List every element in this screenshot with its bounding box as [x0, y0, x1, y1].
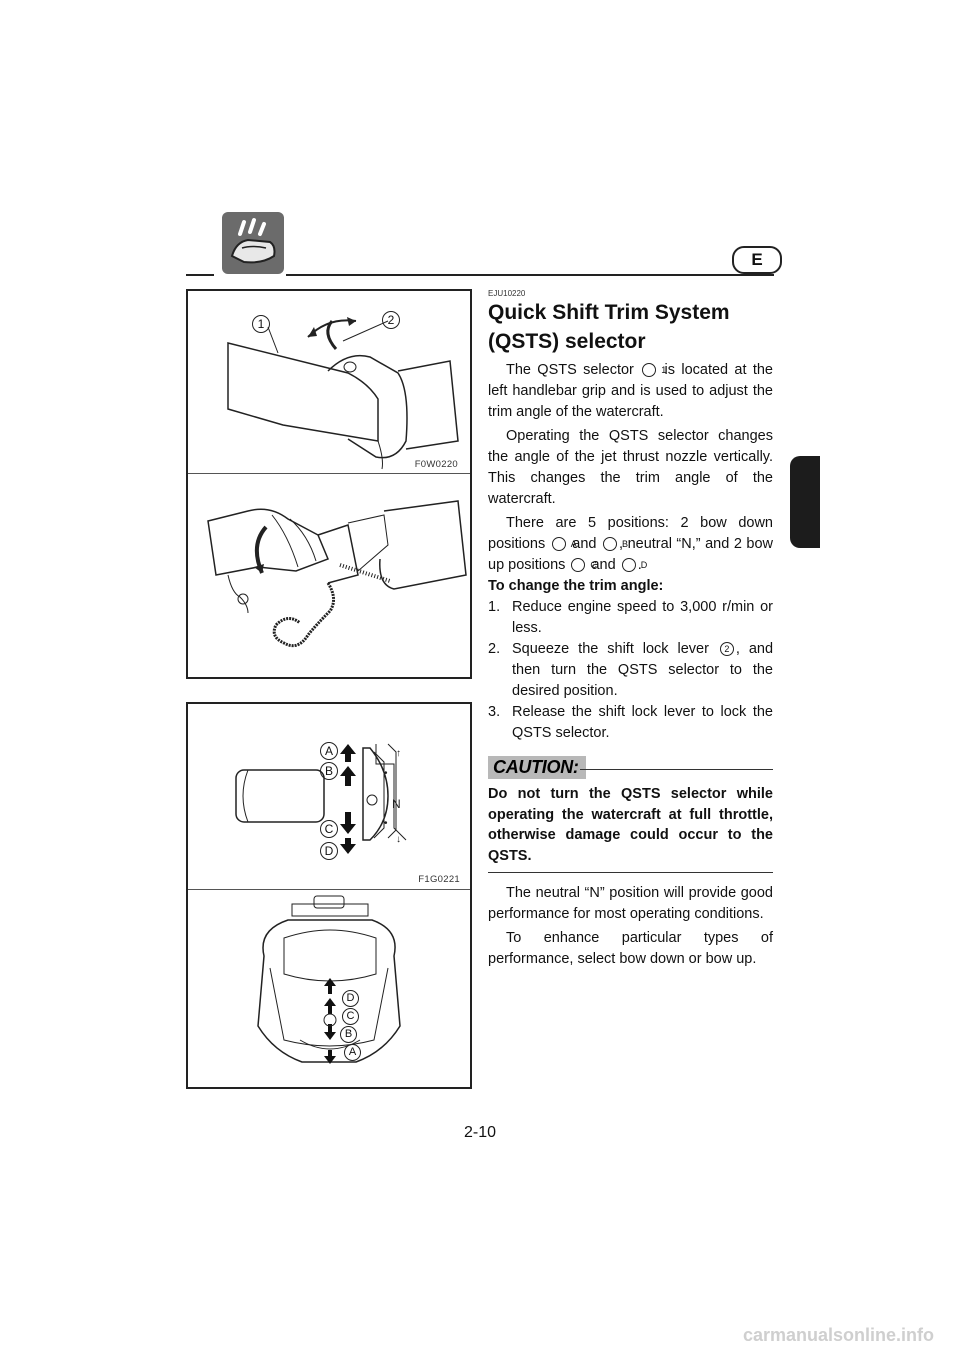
figure-divider [188, 889, 470, 890]
watercraft-top-view [257, 895, 401, 1064]
paragraph-4: The neutral “N” position will provide go… [488, 885, 773, 922]
top-position-label-c: C [342, 1008, 359, 1025]
position-label-d: D [320, 842, 338, 860]
paragraph-1: The QSTS selector 1 is located at the le… [488, 362, 773, 420]
position-label-b: B [320, 762, 338, 780]
figure-divider [188, 473, 470, 474]
ref-b: B [603, 537, 628, 551]
ref-c: C [571, 558, 597, 572]
chapter-tab [790, 456, 820, 548]
header-rule-left [186, 274, 214, 276]
ref-2: 2 [719, 642, 734, 656]
subheading: To change the trim angle: [488, 578, 664, 594]
figure-code: F0W0220 [414, 459, 458, 470]
ref-d: D [621, 558, 647, 572]
svg-text:↓: ↓ [396, 834, 401, 845]
watercraft-icon [222, 212, 284, 274]
callout-2: 2 [382, 311, 400, 329]
svg-text:•: • [384, 818, 388, 829]
figure-code: F1G0221 [418, 874, 460, 885]
figure-handlebar-grip: 1 2 F0W0220 [186, 289, 472, 679]
caution-label: CAUTION: [488, 756, 586, 779]
header-rule-right [286, 274, 774, 276]
paragraph-2: Operating the QSTS selector changes the … [488, 428, 773, 507]
top-position-label-b: B [340, 1026, 357, 1043]
caution-rule [580, 769, 773, 770]
top-position-label-d: D [342, 990, 359, 1007]
selector-diagram: • • ↑ ↓ N [235, 743, 407, 854]
language-badge: E [732, 246, 782, 274]
section-title: Quick Shift Trim System (QSTS) selector [488, 298, 773, 356]
callout-1: 1 [252, 315, 270, 333]
hand-illustration [207, 500, 467, 648]
text-column: EJU10220 Quick Shift Trim System (QSTS) … [488, 289, 773, 970]
svg-text:↑: ↑ [396, 748, 401, 759]
step-2: 2.Squeeze the shift lock lever 2, and th… [488, 641, 774, 699]
position-label-c: C [320, 820, 338, 838]
watermark: carmanualsonline.info [742, 1325, 934, 1345]
caution-text: Do not turn the QSTS selector while oper… [488, 784, 773, 873]
section-code: EJU10220 [488, 289, 526, 298]
figure-selector-positions: • • ↑ ↓ N A B C D F1G0221 D C B A [186, 702, 472, 1089]
title-line-1: Quick Shift Trim System [488, 301, 730, 324]
paragraph-5: To enhance particular types of performan… [488, 930, 773, 967]
top-position-label-a: A [344, 1044, 361, 1061]
page-number: 2-10 [463, 1124, 497, 1141]
svg-text:•: • [384, 768, 388, 779]
step-3: 3.Release the shift lock lever to lock t… [488, 704, 773, 741]
position-label-a: A [320, 742, 338, 760]
step-1: 1.Reduce engine speed to 3,000 r/min or … [488, 599, 773, 636]
paragraph-3: There are 5 positions: 2 bow down positi… [488, 515, 774, 573]
title-line-2: (QSTS) selector [488, 330, 646, 353]
caution-header: CAUTION: [488, 756, 773, 782]
ref-1: 1 [642, 363, 666, 377]
ref-a: A [551, 537, 577, 551]
grip-illustration [227, 317, 459, 470]
neutral-label: N [392, 797, 401, 811]
